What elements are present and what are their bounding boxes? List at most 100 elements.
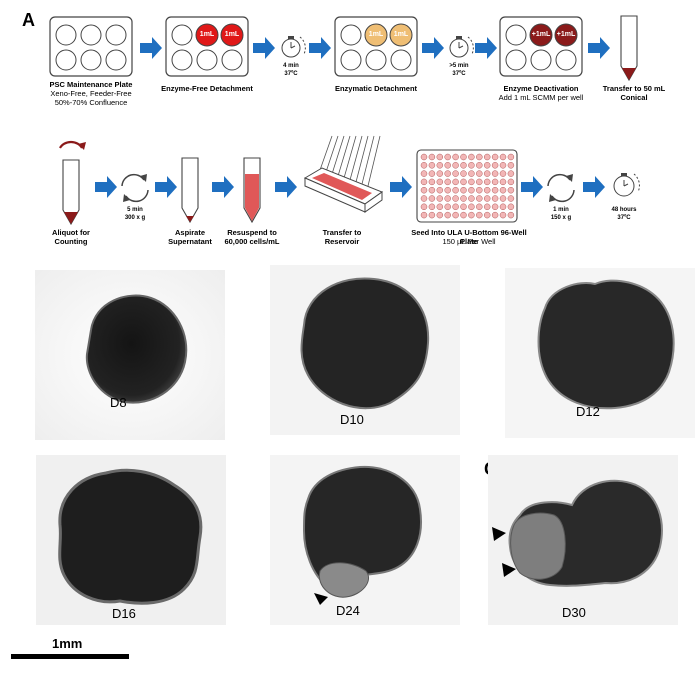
resuspend-line2: 60,000 cells/mL <box>224 237 280 246</box>
well <box>491 211 499 219</box>
well <box>491 162 499 169</box>
well-label: 1mL <box>393 31 409 38</box>
arrowhead-marker <box>314 593 328 605</box>
well <box>444 195 451 202</box>
well <box>499 203 507 211</box>
timer-icon <box>281 36 306 58</box>
well <box>460 170 467 177</box>
ula-96-well-plate <box>416 149 518 223</box>
well <box>452 162 459 169</box>
well <box>444 153 451 161</box>
spin2-speed: 150 x g <box>550 215 572 221</box>
arrow-7 <box>95 176 117 198</box>
well <box>499 178 507 186</box>
well <box>460 162 467 169</box>
well <box>444 203 451 211</box>
resuspend-tube-icon <box>243 157 261 224</box>
scale-bar-label: 1mm <box>52 636 83 651</box>
well <box>420 195 428 202</box>
well <box>468 153 475 161</box>
well <box>444 211 451 219</box>
arrow-9 <box>212 176 234 198</box>
well <box>507 153 515 161</box>
well <box>499 170 507 177</box>
well <box>460 211 467 219</box>
spin1-speed: 300 x g <box>124 215 146 221</box>
micrograph-d30 <box>488 455 678 625</box>
well <box>436 170 444 177</box>
well <box>452 170 459 177</box>
well <box>460 195 467 202</box>
enzymatic-plate <box>334 16 418 77</box>
well <box>460 203 467 211</box>
well <box>428 186 436 194</box>
well <box>436 153 444 161</box>
timer3-temp: 37ºC <box>617 215 631 221</box>
plate4-line2: Add 1 mL SCMM per well <box>498 93 584 102</box>
well <box>491 153 499 161</box>
conical-line1: Transfer to 50 mL <box>602 84 666 93</box>
well <box>452 153 459 161</box>
well <box>476 186 483 194</box>
well <box>436 203 444 211</box>
well <box>444 162 451 169</box>
well <box>444 170 451 177</box>
deactivation-plate <box>499 16 583 77</box>
arrowhead-marker <box>502 563 516 577</box>
day-label-d10: D10 <box>340 412 364 427</box>
micrograph-d10 <box>270 265 460 435</box>
well <box>476 153 483 161</box>
well <box>428 211 436 219</box>
well-label: +1mL <box>556 31 576 38</box>
well <box>483 178 491 186</box>
well <box>507 178 515 186</box>
well <box>436 178 444 186</box>
well <box>452 203 459 211</box>
timer-icon <box>613 173 640 197</box>
day-label-d30: D30 <box>562 605 586 620</box>
well <box>476 203 483 211</box>
well <box>452 195 459 202</box>
timer2-time: >5 min <box>449 63 469 69</box>
workflow-row2-graphics <box>59 135 640 226</box>
well <box>476 211 483 219</box>
arrow-12 <box>521 176 543 198</box>
resuspend-line1: Resuspend to <box>227 228 277 237</box>
well <box>483 153 491 161</box>
micrograph-d8 <box>35 270 225 440</box>
well <box>468 186 475 194</box>
well <box>491 203 499 211</box>
well <box>436 195 444 202</box>
well <box>507 170 515 177</box>
well <box>491 195 499 202</box>
timer-icon <box>449 36 474 58</box>
well <box>507 195 515 202</box>
centrifuge-icon <box>121 173 149 203</box>
psc-maintenance-plate <box>49 16 133 77</box>
timer1-time: 4 min <box>283 63 299 69</box>
timer2-temp: 37ºC <box>452 71 466 77</box>
well-label: 1mL <box>368 31 384 38</box>
well <box>428 162 436 169</box>
well <box>460 153 467 161</box>
arrow-11 <box>390 176 412 198</box>
day-label-d16: D16 <box>112 606 136 621</box>
centrifuge-icon <box>547 173 575 203</box>
scale-bar <box>11 654 129 659</box>
well <box>507 203 515 211</box>
well <box>452 186 459 194</box>
well <box>468 195 475 202</box>
well <box>428 203 436 211</box>
well <box>436 186 444 194</box>
well <box>468 162 475 169</box>
arrow-5 <box>475 37 497 59</box>
well <box>468 170 475 177</box>
plate1-title: PSC Maintenance Plate <box>49 80 133 89</box>
well <box>507 162 515 169</box>
seed-line2: 150 µL Per Well <box>442 237 496 246</box>
conical-line2: Conical <box>620 93 648 102</box>
timer3-time: 48 hours <box>611 207 637 213</box>
well <box>436 211 444 219</box>
well <box>444 178 451 186</box>
aliquot-line2: Counting <box>54 237 88 246</box>
